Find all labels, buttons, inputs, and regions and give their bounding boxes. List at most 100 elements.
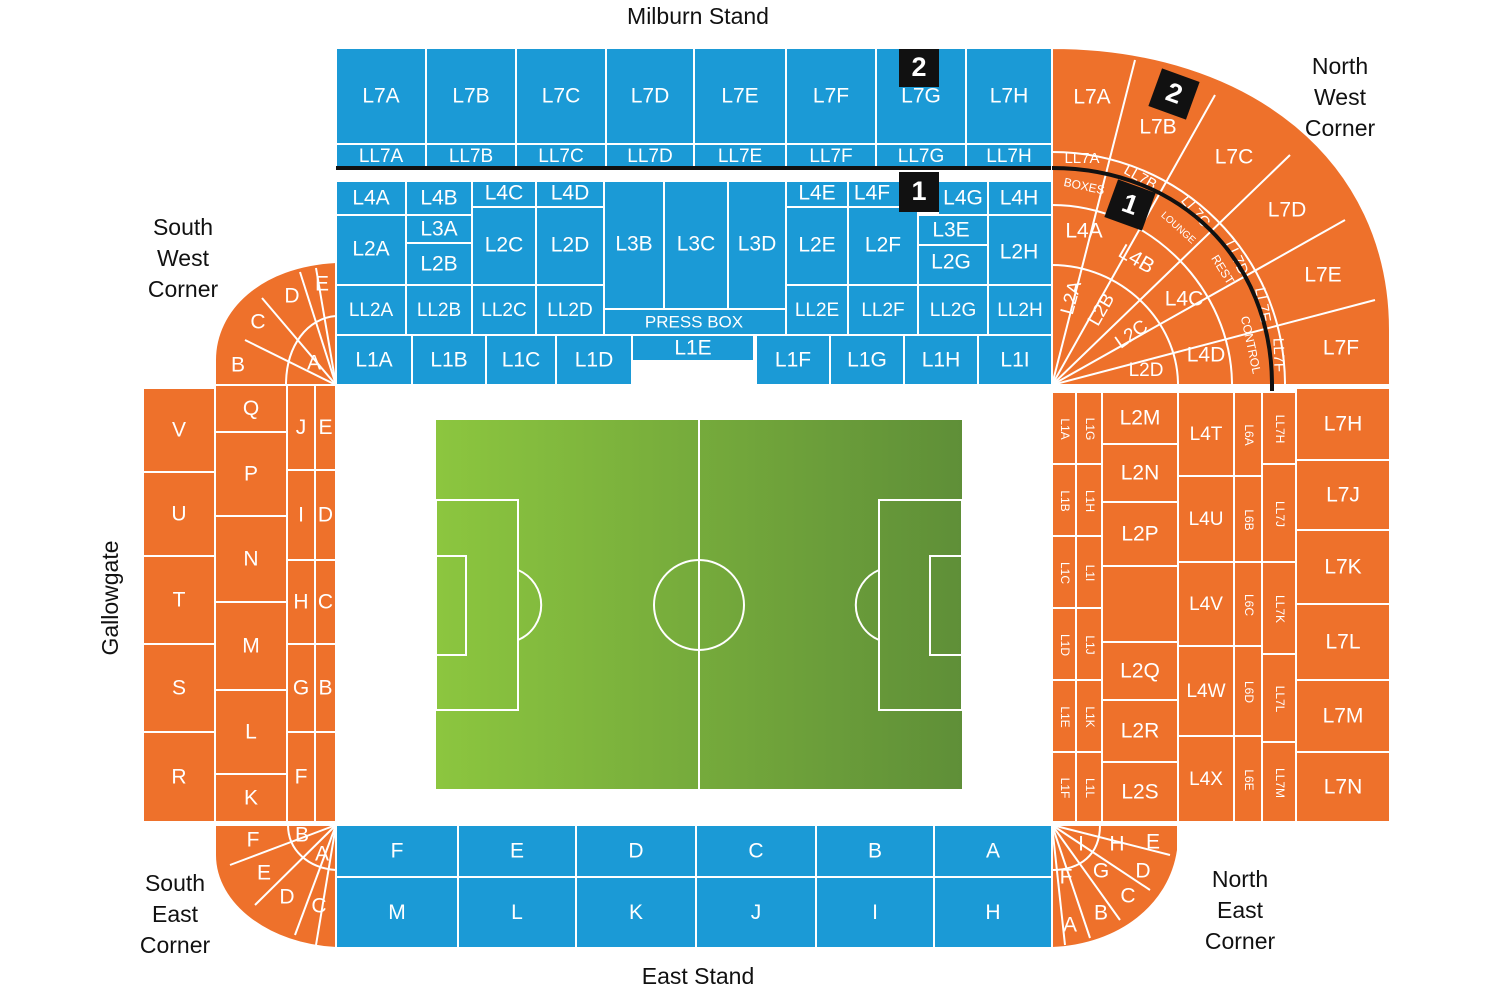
seat-block[interactable] — [1051, 46, 1391, 386]
block-label: L1F — [775, 349, 811, 372]
block-label: L7A — [1073, 86, 1110, 109]
seat-block[interactable] — [1101, 565, 1179, 643]
block-label: L6A — [1242, 424, 1256, 445]
block-label: L4B — [420, 187, 457, 210]
block-label: S — [172, 677, 186, 700]
seat-block[interactable] — [987, 284, 1053, 336]
seat-block[interactable] — [286, 469, 316, 561]
block-label: B — [1094, 902, 1108, 925]
seat-block[interactable] — [405, 242, 473, 286]
block-label: LL7C — [538, 146, 583, 167]
seat-block[interactable] — [535, 180, 605, 208]
block-label: LL7B — [449, 146, 493, 167]
seat-block[interactable] — [314, 731, 337, 823]
block-label: L4E — [798, 182, 835, 205]
corner-label-se: South East Corner — [140, 870, 211, 958]
block-label: LL7J — [1273, 501, 1287, 527]
seat-block[interactable] — [286, 384, 316, 471]
seat-block[interactable] — [286, 731, 316, 823]
seat-block[interactable] — [965, 143, 1053, 169]
seat-block[interactable] — [425, 143, 517, 169]
seat-block[interactable] — [965, 47, 1053, 145]
seat-block[interactable] — [1261, 741, 1297, 823]
seat-block[interactable] — [1261, 463, 1297, 563]
seat-block[interactable] — [785, 47, 877, 145]
seat-block[interactable] — [214, 515, 288, 603]
seat-block[interactable] — [335, 47, 427, 145]
seat-block[interactable] — [1075, 607, 1103, 681]
seat-block[interactable] — [631, 334, 755, 362]
seat-block[interactable] — [535, 206, 605, 286]
seat-block[interactable] — [1233, 645, 1263, 737]
seat-block[interactable] — [1233, 391, 1263, 477]
seat-block[interactable] — [1101, 443, 1179, 503]
seat-block[interactable] — [1295, 387, 1391, 461]
seat-block[interactable] — [815, 876, 935, 949]
seat-block[interactable] — [987, 214, 1053, 286]
seat-block[interactable] — [457, 824, 577, 878]
seat-block[interactable] — [1177, 475, 1235, 563]
seat-block[interactable] — [1101, 501, 1179, 567]
seat-block[interactable] — [411, 334, 487, 386]
seat-block[interactable] — [485, 334, 557, 386]
corner-label-line: East — [1217, 897, 1264, 923]
block-label: F — [247, 829, 260, 852]
seat-block[interactable] — [1295, 679, 1391, 753]
seat-block[interactable] — [1075, 751, 1103, 823]
seat-block[interactable] — [1295, 459, 1391, 531]
seat-block[interactable] — [1051, 535, 1077, 609]
block-label: L7E — [1304, 264, 1341, 287]
seat-block[interactable] — [829, 334, 905, 386]
seat-block[interactable] — [977, 334, 1053, 386]
seat-block[interactable] — [214, 773, 288, 823]
seat-block[interactable] — [1101, 391, 1179, 445]
seat-block[interactable] — [1075, 463, 1103, 537]
seat-block[interactable] — [335, 180, 407, 216]
seat-block[interactable] — [1075, 391, 1103, 465]
seat-block[interactable] — [142, 555, 216, 645]
seat-block[interactable] — [1177, 391, 1235, 477]
block-label: G — [293, 677, 309, 700]
block-label: G — [1093, 860, 1109, 883]
seat-block[interactable] — [1233, 475, 1263, 563]
seat-block[interactable] — [1295, 751, 1391, 823]
seat-block[interactable] — [425, 47, 517, 145]
block-label: L4C — [1165, 288, 1204, 311]
seat-block[interactable] — [1177, 735, 1235, 823]
seat-block[interactable] — [663, 180, 729, 310]
seat-block[interactable] — [214, 431, 288, 517]
seat-block[interactable] — [903, 334, 979, 386]
block-label: L7F — [1323, 337, 1359, 360]
seat-block[interactable] — [457, 876, 577, 949]
seat-block[interactable] — [142, 471, 216, 557]
seat-block[interactable] — [471, 180, 537, 208]
seat-block[interactable] — [555, 334, 633, 386]
seat-block[interactable] — [695, 876, 817, 949]
block-label: B — [231, 354, 245, 377]
seat-block[interactable] — [575, 824, 697, 878]
seat-block[interactable] — [1051, 391, 1077, 465]
seat-block[interactable] — [933, 824, 1053, 878]
block-label: L7D — [1268, 199, 1307, 222]
seat-block[interactable] — [515, 47, 607, 145]
seat-block[interactable] — [1261, 561, 1297, 655]
block-label: F — [295, 766, 308, 789]
seat-block[interactable] — [917, 244, 989, 286]
seat-block[interactable] — [1295, 603, 1391, 681]
block-label: L4D — [551, 182, 590, 205]
seat-block[interactable] — [471, 206, 537, 286]
block-label: L2P — [1121, 523, 1158, 546]
seat-block[interactable] — [933, 876, 1053, 949]
seat-block[interactable] — [937, 180, 989, 216]
block-label: L1I — [1000, 349, 1029, 372]
seat-block[interactable] — [1051, 607, 1077, 681]
corner-label-line: South — [153, 214, 213, 240]
block-label: C — [311, 895, 326, 918]
seat-block[interactable] — [214, 689, 288, 775]
seat-block[interactable] — [1261, 653, 1297, 743]
seat-block[interactable] — [1177, 561, 1235, 647]
seat-block[interactable] — [214, 601, 288, 691]
seat-block[interactable] — [785, 284, 849, 336]
sw-corner: B C D E A — [214, 260, 337, 386]
